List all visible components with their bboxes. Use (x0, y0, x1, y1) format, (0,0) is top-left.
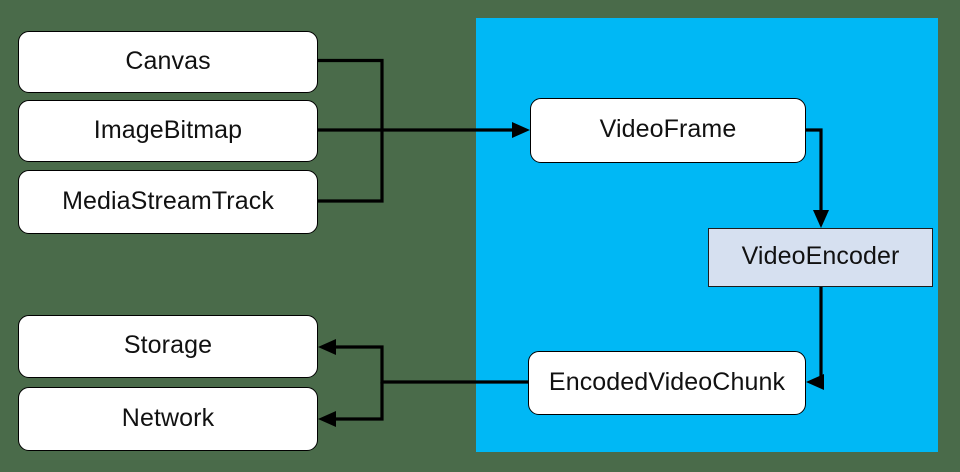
node-imagebitmap[interactable]: ImageBitmap (18, 100, 318, 162)
edge-mediastreamtrack-to-videoframe (318, 130, 384, 203)
node-imagebitmap-label: ImageBitmap (93, 115, 243, 144)
node-canvas-label: Canvas (125, 46, 211, 75)
arrowhead-into-network (318, 411, 336, 427)
node-videoframe-label: VideoFrame (599, 115, 737, 143)
node-network-label: Network (121, 403, 215, 432)
node-mediastreamtrack-label: MediaStreamTrack (62, 186, 274, 215)
node-encodedvideochunk-label: EncodedVideoChunk (548, 367, 786, 396)
node-videoencoder-label: VideoEncoder (741, 242, 900, 270)
node-storage[interactable]: Storage (18, 315, 318, 378)
node-videoframe[interactable]: VideoFrame (530, 98, 806, 163)
node-network[interactable]: Network (18, 387, 318, 451)
node-canvas[interactable]: Canvas (18, 31, 318, 93)
node-mediastreamtrack[interactable]: MediaStreamTrack (18, 170, 318, 234)
node-videoencoder[interactable]: VideoEncoder (708, 228, 933, 287)
node-storage-label: Storage (123, 331, 213, 359)
arrowhead-into-storage (318, 339, 336, 355)
node-encodedvideochunk[interactable]: EncodedVideoChunk (528, 351, 806, 415)
edge-encodedvideochunk-to-network (328, 382, 384, 421)
